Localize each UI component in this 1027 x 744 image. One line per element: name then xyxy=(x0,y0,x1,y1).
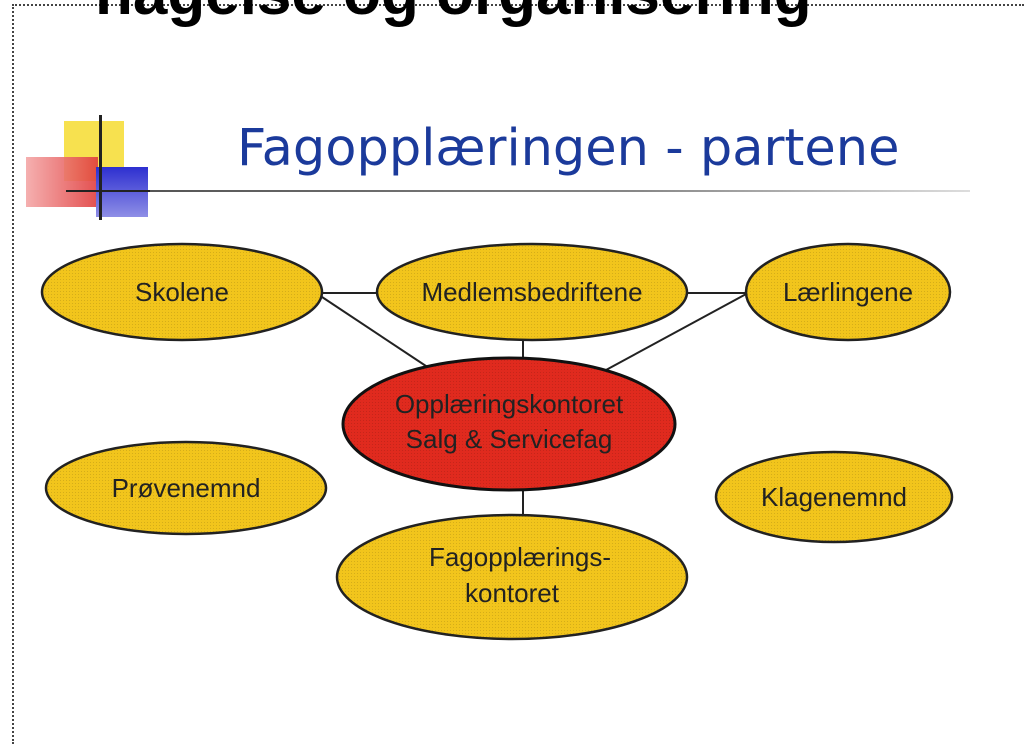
cut-off-heading: nagelse og organisering xyxy=(95,0,812,25)
label-center-line1: Opplæringskontoret xyxy=(395,389,624,419)
node-skolene: Skolene xyxy=(40,242,324,342)
decorative-squares-logo xyxy=(26,115,156,225)
node-laerlingene: Lærlingene xyxy=(744,242,952,342)
edge-skolene-center xyxy=(315,292,433,371)
label-fagopplaering-line1: Fagopplærings- xyxy=(429,542,611,572)
label-klagenemnd: Klagenemnd xyxy=(761,482,907,512)
label-fagopplaering-line2: kontoret xyxy=(465,578,560,608)
label-skolene: Skolene xyxy=(135,277,229,307)
node-fagopplaeringskontoret: Fagopplærings- kontoret xyxy=(335,513,689,641)
slide-title: Fagopplæringen - partene xyxy=(237,119,900,178)
organization-diagram: Skolene Medlemsbedriftene Lærlingene Opp… xyxy=(40,242,954,641)
label-laerlingene: Lærlingene xyxy=(783,277,913,307)
edge-laerlingene-center xyxy=(605,292,749,371)
label-medlemsbedriftene: Medlemsbedriftene xyxy=(421,277,642,307)
title-underline xyxy=(150,190,970,192)
node-klagenemnd: Klagenemnd xyxy=(714,450,954,544)
label-center-line2: Salg & Servicefag xyxy=(406,424,613,454)
node-provenemnd: Prøvenemnd xyxy=(44,440,328,536)
node-medlemsbedriftene: Medlemsbedriftene xyxy=(375,242,689,342)
label-provenemnd: Prøvenemnd xyxy=(112,473,261,503)
page-border xyxy=(12,4,1024,744)
node-opplaeringskontoret: Opplæringskontoret Salg & Servicefag xyxy=(341,356,677,492)
